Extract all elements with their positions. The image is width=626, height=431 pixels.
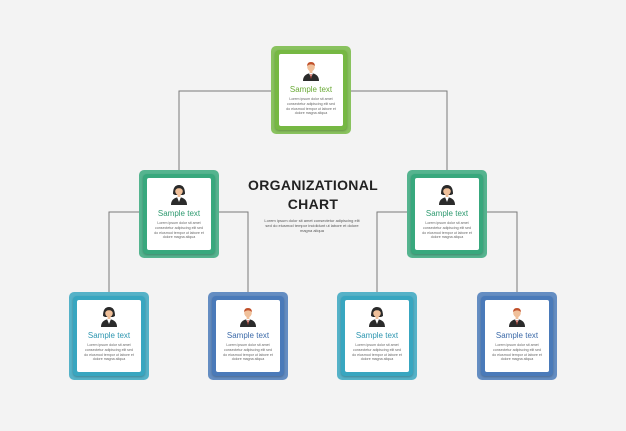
- female-person-icon: [438, 183, 456, 205]
- node-description: Lorem ipsum dolor sit amet consectetur a…: [84, 343, 134, 362]
- male-person-icon: [239, 305, 257, 327]
- node-label: Sample text: [355, 331, 399, 340]
- connector-root-to-mgr-2: [351, 90, 448, 170]
- connector-mgr-1-to-emp-1: [108, 211, 139, 292]
- connector-root-to-mgr-1: [178, 90, 271, 170]
- female-person-icon: [100, 305, 118, 327]
- node-label: Sample text: [289, 85, 333, 94]
- male-person-icon: [302, 59, 320, 81]
- node-label: Sample text: [425, 209, 469, 218]
- chart-title: ORGANIZATIONAL CHART: [248, 177, 378, 212]
- connector-mgr-2-to-emp-4: [487, 211, 518, 292]
- chart-description: Lorem ipsum dolor sit amet consectetur a…: [264, 218, 360, 234]
- connector-mgr-2-to-emp-3: [376, 211, 407, 292]
- node-description: Lorem ipsum dolor sit amet consectetur a…: [154, 221, 204, 240]
- node-description: Lorem ipsum dolor sit amet consectetur a…: [492, 343, 542, 362]
- female-person-icon: [368, 305, 386, 327]
- node-label: Sample text: [87, 331, 131, 340]
- node-description: Lorem ipsum dolor sit amet consectetur a…: [422, 221, 472, 240]
- node-description: Lorem ipsum dolor sit amet consectetur a…: [352, 343, 402, 362]
- male-person-icon: [508, 305, 526, 327]
- node-label: Sample text: [495, 331, 539, 340]
- female-person-icon: [170, 183, 188, 205]
- connector-mgr-1-to-emp-2: [219, 211, 249, 292]
- node-label: Sample text: [226, 331, 270, 340]
- node-label: Sample text: [157, 209, 201, 218]
- node-description: Lorem ipsum dolor sit amet consectetur a…: [223, 343, 273, 362]
- node-description: Lorem ipsum dolor sit amet consectetur a…: [286, 97, 336, 116]
